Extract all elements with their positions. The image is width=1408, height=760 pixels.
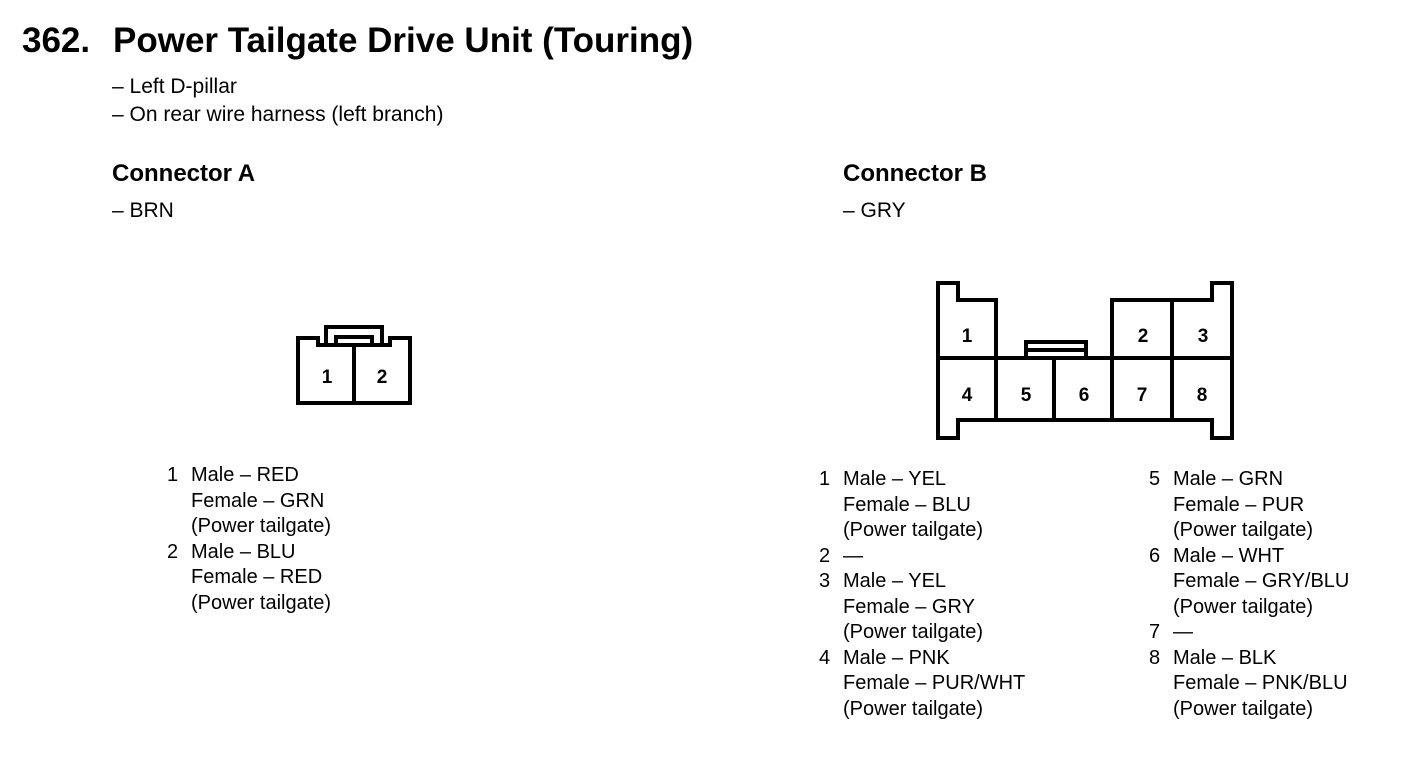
- pin-entry: 2 —: [819, 544, 1025, 570]
- connector-b-housing: [936, 281, 1234, 440]
- pin-number: 8: [1149, 646, 1161, 669]
- pin-number: 1: [167, 464, 179, 486]
- pin-female-wire: Female – GRY/BLU: [1173, 570, 1350, 592]
- pin-number: 7: [1149, 621, 1161, 643]
- pin-female-wire: Female – PUR/WHT: [843, 672, 1026, 694]
- pin-function: (Power tailgate): [191, 591, 332, 614]
- connector-b-cavity-5: 5: [1021, 385, 1032, 406]
- component-title: Power Tailgate Drive Unit (Touring): [113, 21, 694, 60]
- connector-b-cavity-6: 6: [1079, 385, 1090, 406]
- pin-male-wire: Male – BLU: [191, 540, 296, 563]
- pin-entry: 1 Male – YEL Female – BLU (Power tailgat…: [819, 467, 1025, 544]
- pin-entry: 2 Male – BLU Female – RED (Power tailgat…: [167, 540, 331, 617]
- connector-b-color: – GRY: [843, 199, 906, 222]
- pin-entry: 3 Male – YEL Female – GRY (Power tailgat…: [819, 569, 1025, 646]
- pin-unused: —: [1173, 621, 1193, 643]
- connector-a-pin-list: 1 Male – RED Female – GRN (Power tailgat…: [167, 463, 331, 616]
- pin-entry: 7 —: [1149, 620, 1349, 646]
- pin-function: (Power tailgate): [191, 515, 332, 537]
- pin-number: 2: [819, 544, 831, 567]
- connector-a-color: – BRN: [112, 199, 174, 222]
- pin-function: (Power tailgate): [1173, 595, 1314, 618]
- connector-a-cavity-1: 1: [322, 367, 333, 388]
- pin-female-wire: Female – RED: [191, 566, 323, 588]
- page-title: 362. Power Tailgate Drive Unit (Touring): [22, 20, 693, 62]
- location-line-2: – On rear wire harness (left branch): [112, 103, 444, 126]
- pin-number: 5: [1149, 468, 1161, 490]
- pin-female-wire: Female – BLU: [843, 493, 971, 516]
- pin-male-wire: Male – WHT: [1173, 544, 1285, 567]
- pin-male-wire: Male – YEL: [843, 570, 947, 592]
- pin-entry: 6 Male – WHT Female – GRY/BLU (Power tai…: [1149, 544, 1349, 621]
- connector-b-cavity-3: 3: [1198, 326, 1209, 347]
- pin-number: 4: [819, 646, 831, 669]
- connector-a-latch: [334, 335, 374, 345]
- pin-entry: 1 Male – RED Female – GRN (Power tailgat…: [167, 463, 331, 540]
- connector-b-diagram: 1 2 3 4 5 6 7 8: [936, 281, 1234, 440]
- location-line-1: – Left D-pillar: [112, 75, 237, 98]
- pin-number: 2: [167, 540, 179, 563]
- pin-number: 6: [1149, 544, 1161, 567]
- connector-b-cavity-4: 4: [962, 385, 973, 406]
- pin-entry: 8 Male – BLK Female – PNK/BLU (Power tai…: [1149, 646, 1349, 723]
- connector-b-cavity-7: 7: [1137, 385, 1148, 406]
- pin-unused: —: [843, 544, 863, 567]
- pin-male-wire: Male – PNK: [843, 646, 950, 669]
- pin-male-wire: Male – RED: [191, 464, 299, 486]
- connector-b-latch: [1024, 340, 1088, 360]
- pin-function: (Power tailgate): [843, 697, 984, 720]
- connector-b-cavity-2: 2: [1138, 326, 1149, 347]
- pin-male-wire: Male – BLK: [1173, 646, 1277, 669]
- pin-function: (Power tailgate): [843, 519, 984, 541]
- pin-male-wire: Male – GRN: [1173, 468, 1284, 490]
- connector-a-diagram: 1 2: [296, 325, 412, 405]
- pin-male-wire: Male – YEL: [843, 468, 947, 490]
- pin-number: 3: [819, 570, 831, 592]
- connector-a-heading: Connector A: [112, 160, 256, 187]
- pin-female-wire: Female – GRN: [191, 489, 325, 512]
- pin-function: (Power tailgate): [1173, 519, 1314, 541]
- component-number: 362.: [22, 21, 91, 60]
- connector-b-pin-list-left: 1 Male – YEL Female – BLU (Power tailgat…: [819, 467, 1025, 722]
- connector-b-heading: Connector B: [843, 160, 987, 187]
- pin-number: 1: [819, 468, 831, 490]
- pin-female-wire: Female – PUR: [1173, 493, 1305, 516]
- pin-female-wire: Female – GRY: [843, 595, 975, 618]
- connector-b-cavity-8: 8: [1197, 385, 1208, 406]
- connector-a-cavity-2: 2: [377, 367, 388, 388]
- pin-function: (Power tailgate): [1173, 697, 1314, 720]
- pin-entry: 4 Male – PNK Female – PUR/WHT (Power tai…: [819, 646, 1025, 723]
- pin-entry: 5 Male – GRN Female – PUR (Power tailgat…: [1149, 467, 1349, 544]
- connector-b-pin-list-right: 5 Male – GRN Female – PUR (Power tailgat…: [1149, 467, 1349, 722]
- pin-female-wire: Female – PNK/BLU: [1173, 672, 1348, 694]
- connector-b-cavity-1: 1: [962, 326, 973, 347]
- pin-function: (Power tailgate): [843, 621, 984, 643]
